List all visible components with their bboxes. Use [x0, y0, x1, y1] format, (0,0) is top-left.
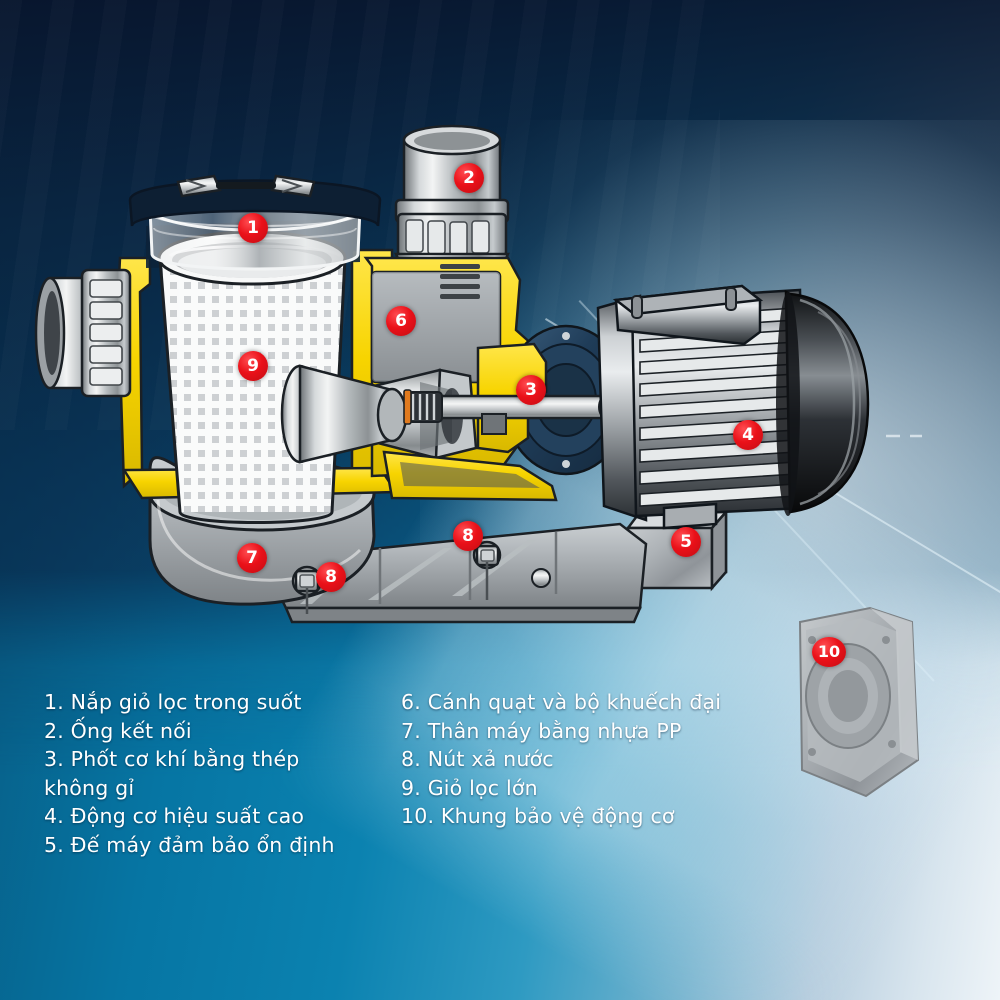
motor-terminal-box	[612, 284, 764, 346]
callout-badge-10[interactable]: 10	[812, 637, 846, 667]
callout-badge-8-rear[interactable]: 8	[453, 521, 483, 551]
callout-badge-8-front[interactable]: 8	[316, 562, 346, 592]
callout-badge-3[interactable]: 3	[516, 375, 546, 405]
legend-column-right: 6. Cánh quạt và bộ khuếch đại 7. Thân má…	[389, 688, 724, 859]
legend: 1. Nắp giỏ lọc trong suốt 2. Ống kết nối…	[44, 688, 724, 859]
legend-item-7: 7. Thân máy bằng nhựa PP	[401, 718, 682, 743]
callout-badge-6[interactable]: 6	[386, 306, 416, 336]
strainer-pot-cutaway	[34, 174, 399, 524]
legend-item-10: 10. Khung bảo vệ động cơ	[401, 804, 675, 828]
connection-pipe	[394, 124, 510, 274]
drain-plug-rear	[472, 540, 502, 570]
legend-item-3: 3. Phốt cơ khí bằng thép không gỉ	[44, 747, 300, 800]
legend-item-6: 6. Cánh quạt và bộ khuếch đại	[401, 690, 722, 714]
legend-item-8: 8. Nút xả nước	[401, 747, 554, 771]
callout-badge-2[interactable]: 2	[454, 163, 484, 193]
lid-wing-knobs	[176, 174, 316, 198]
callout-badge-1[interactable]: 1	[238, 213, 268, 243]
legend-item-2: 2. Ống kết nối	[44, 718, 192, 743]
legend-item-9: 9. Giỏ lọc lớn	[401, 775, 538, 800]
legend-column-left: 1. Nắp giỏ lọc trong suốt 2. Ống kết nối…	[44, 688, 365, 859]
legend-item-5: 5. Đế máy đảm bảo ổn định	[44, 832, 335, 857]
callout-badge-7[interactable]: 7	[237, 543, 267, 573]
legend-item-4: 4. Động cơ hiệu suất cao	[44, 804, 305, 828]
electric-motor	[596, 284, 870, 530]
callout-badge-9[interactable]: 9	[238, 351, 268, 381]
suction-port	[34, 268, 132, 398]
callout-badge-5[interactable]: 5	[671, 527, 701, 557]
legend-item-1: 1. Nắp giỏ lọc trong suốt	[44, 690, 302, 714]
motor-protection-bracket	[798, 606, 920, 798]
seal-plate-assembly	[403, 324, 630, 476]
callout-badge-4[interactable]: 4	[733, 420, 763, 450]
